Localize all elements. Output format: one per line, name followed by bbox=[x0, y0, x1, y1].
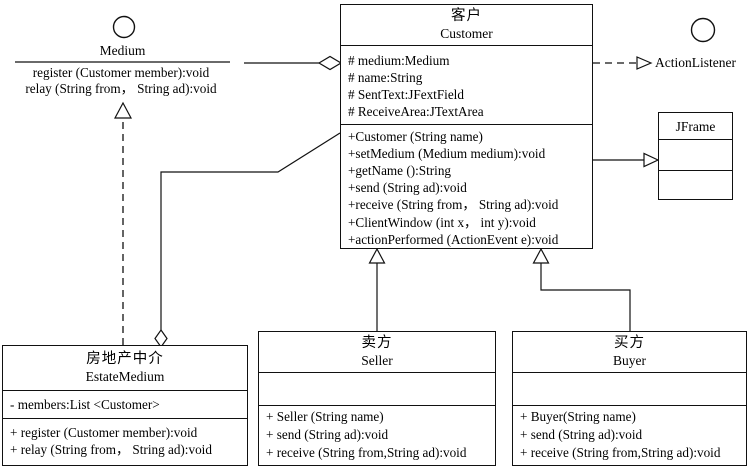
generalization-triangle-icon bbox=[643, 152, 660, 168]
method-line: + receive (String from,String ad):void bbox=[266, 445, 467, 460]
actionlistener-interface-circle-icon bbox=[690, 17, 716, 43]
class-seller: 卖方 Seller + Seller (String name) + send … bbox=[258, 331, 496, 466]
class-estatemedium-methods: + register (Customer member):void + rela… bbox=[3, 419, 247, 458]
interface-medium-operations: register (Customer member):void relay (S… bbox=[2, 65, 240, 97]
class-jframe-methods bbox=[659, 171, 732, 174]
operation-line: register (Customer member):void bbox=[32, 65, 210, 80]
interface-medium-name: Medium bbox=[99, 43, 146, 58]
method-line: + relay (String from， String ad):void bbox=[10, 442, 212, 457]
medium-interface-circle-icon bbox=[112, 15, 136, 39]
attribute-line: # ReceiveArea:JTextArea bbox=[348, 104, 484, 120]
generalization-triangle-icon bbox=[532, 247, 550, 264]
class-name-en: Buyer bbox=[613, 353, 646, 368]
class-jframe: JFrame bbox=[658, 112, 733, 200]
class-name-cn: 买方 bbox=[614, 335, 645, 351]
class-customer-title: 客户 Customer bbox=[341, 5, 592, 46]
estatemedium-customer-association-line bbox=[160, 132, 341, 330]
class-jframe-attributes bbox=[659, 140, 732, 171]
class-seller-attributes bbox=[259, 373, 495, 406]
class-buyer-title: 买方 Buyer bbox=[513, 332, 746, 373]
attribute-line: # medium:Medium bbox=[348, 52, 450, 68]
realization-triangle-icon bbox=[636, 56, 653, 70]
class-seller-methods: + Seller (String name) + send (String ad… bbox=[259, 406, 495, 462]
method-line: +receive (String from， String ad):void bbox=[348, 197, 559, 213]
class-buyer-methods: + Buyer(String name) + send (String ad):… bbox=[513, 406, 746, 462]
class-estatemedium-attributes: - members:List <Customer> bbox=[3, 391, 247, 419]
class-name-cn: 房地产中介 bbox=[86, 351, 164, 367]
method-line: + Buyer(String name) bbox=[520, 409, 636, 424]
class-jframe-title: JFrame bbox=[659, 113, 732, 140]
class-name-cn: 卖方 bbox=[361, 335, 393, 351]
class-name-cn: 客户 bbox=[451, 7, 482, 24]
class-customer-attributes: # medium:Medium # name:String # SentText… bbox=[341, 46, 592, 125]
method-line: + register (Customer member):void bbox=[10, 425, 198, 440]
class-seller-title: 卖方 Seller bbox=[259, 332, 495, 373]
generalization-triangle-icon bbox=[368, 247, 386, 264]
method-line: +setMedium (Medium medium):void bbox=[348, 145, 546, 161]
method-line: +Customer (String name) bbox=[348, 128, 483, 144]
method-line: + send (String ad):void bbox=[520, 427, 643, 442]
buyer-customer-generalization-line bbox=[540, 263, 631, 331]
method-line: + Seller (String name) bbox=[266, 409, 384, 424]
class-buyer: 买方 Buyer + Buyer(String name) + send (St… bbox=[512, 331, 747, 466]
method-line: +ClientWindow (int x， int y):void bbox=[348, 214, 536, 230]
method-line: + receive (String from,String ad):void bbox=[520, 445, 721, 460]
class-customer-methods: +Customer (String name) +setMedium (Medi… bbox=[341, 125, 592, 248]
attribute-line: - members:List <Customer> bbox=[10, 397, 160, 412]
class-estatemedium-title: 房地产中介 EstateMedium bbox=[3, 346, 247, 391]
realization-triangle-icon bbox=[114, 101, 132, 119]
class-customer: 客户 Customer # medium:Medium # name:Strin… bbox=[340, 4, 593, 249]
method-line: + send (String ad):void bbox=[266, 427, 389, 442]
attribute-line: # name:String bbox=[348, 70, 423, 86]
attribute-line: # SentText:JFextField bbox=[348, 87, 464, 103]
method-line: +send (String ad):void bbox=[348, 180, 467, 196]
method-line: +getName ():String bbox=[348, 162, 452, 178]
class-name-en: JFrame bbox=[675, 118, 716, 134]
class-name-en: EstateMedium bbox=[85, 369, 165, 384]
class-name-en: Customer bbox=[440, 25, 493, 41]
class-name-en: Seller bbox=[361, 353, 393, 368]
method-line: +actionPerformed (ActionEvent e):void bbox=[348, 231, 559, 247]
interface-actionlistener-name: ActionListener bbox=[655, 55, 736, 70]
class-estatemedium: 房地产中介 EstateMedium - members:List <Custo… bbox=[2, 345, 248, 466]
class-buyer-attributes bbox=[513, 373, 746, 406]
operation-line: relay (String from， String ad):void bbox=[25, 81, 217, 96]
aggregation-diamond-icon bbox=[317, 55, 343, 71]
